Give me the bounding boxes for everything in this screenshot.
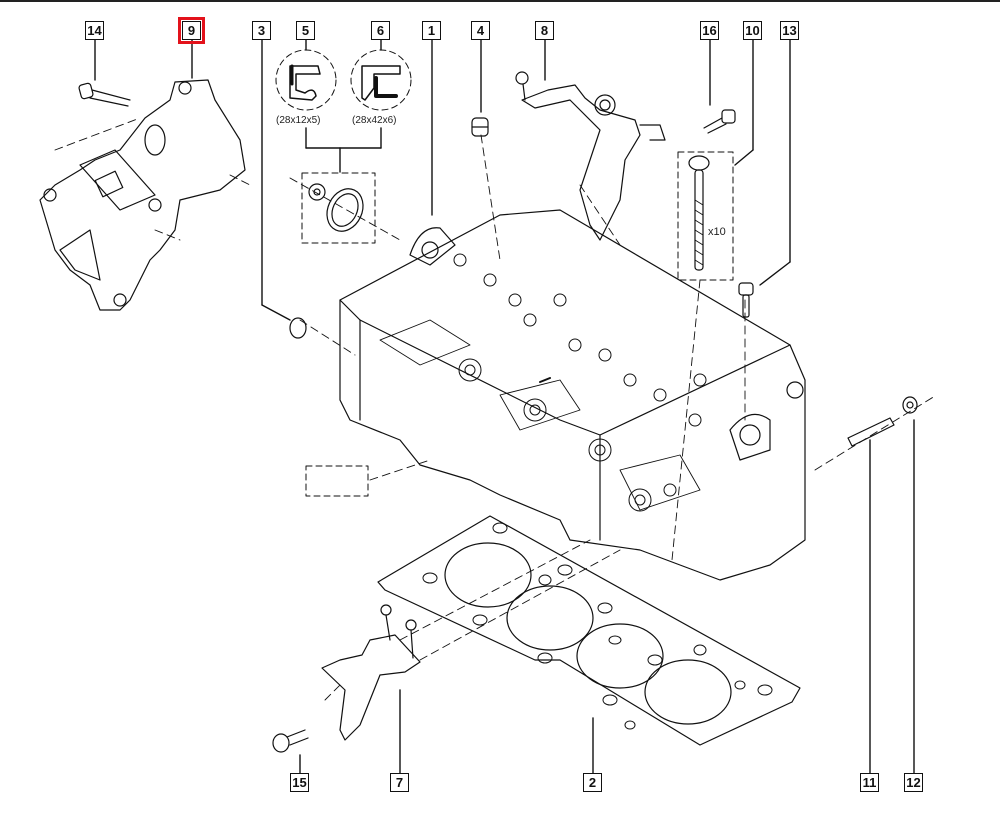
callout-4[interactable]: 4 — [471, 21, 490, 40]
part-8-bracket — [515, 71, 666, 241]
seal-6-profile-icon — [361, 65, 401, 101]
part-1-cylinder-head — [339, 209, 806, 581]
callout-15[interactable]: 15 — [290, 773, 309, 792]
part-14-bolt — [78, 82, 131, 107]
callout-13[interactable]: 13 — [780, 21, 799, 40]
dashed-boxes — [275, 49, 734, 497]
top-border — [0, 0, 1000, 2]
callout-14[interactable]: 14 — [85, 21, 104, 40]
leader-lines — [94, 39, 915, 774]
part-10-head-bolt — [688, 155, 710, 271]
alignment-lines — [54, 117, 936, 701]
seal-6-dimension: (28x42x6) — [352, 115, 397, 126]
part-12-nut — [902, 396, 918, 414]
callout-7[interactable]: 7 — [390, 773, 409, 792]
callout-9-highlighted[interactable]: 9 — [178, 17, 205, 44]
callout-16[interactable]: 16 — [700, 21, 719, 40]
seal-5-dimension: (28x12x5) — [276, 115, 321, 126]
part-7-bracket — [321, 604, 421, 741]
callout-11[interactable]: 11 — [860, 773, 879, 792]
callout-1[interactable]: 1 — [422, 21, 441, 40]
part-9-bracket — [39, 79, 246, 311]
callout-3[interactable]: 3 — [252, 21, 271, 40]
part-4-valve-seal — [471, 117, 489, 137]
callout-5[interactable]: 5 — [296, 21, 315, 40]
part-3-plug — [289, 317, 307, 339]
part-2-head-gasket — [377, 515, 801, 746]
part-11-stud — [847, 417, 895, 447]
part-15-bolt — [272, 729, 309, 753]
part-13-bolt — [738, 282, 754, 318]
part-5-6-seals — [308, 183, 364, 232]
callout-2[interactable]: 2 — [583, 773, 602, 792]
head-bolt-quantity: x10 — [708, 226, 726, 238]
part-16-bolt — [703, 109, 736, 134]
callout-12[interactable]: 12 — [904, 773, 923, 792]
seal-5-profile-icon — [289, 64, 321, 101]
callout-6[interactable]: 6 — [371, 21, 390, 40]
callout-10[interactable]: 10 — [743, 21, 762, 40]
callout-8[interactable]: 8 — [535, 21, 554, 40]
